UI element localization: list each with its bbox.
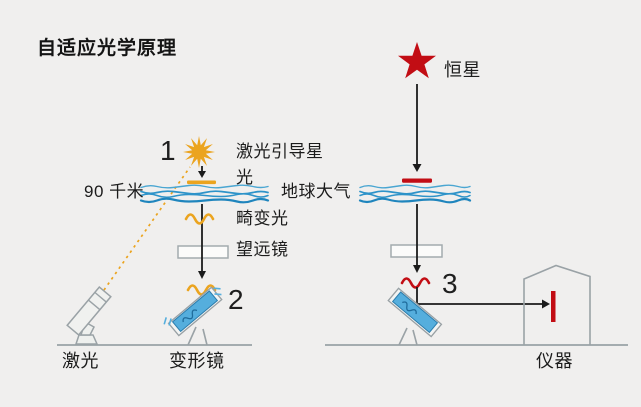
distorted-light-wave-lower (186, 284, 217, 296)
natural-star-icon (398, 42, 436, 79)
deformable-mirror-right-icon (387, 287, 443, 338)
label-light: 光 (236, 168, 254, 187)
instrument-detector-bar (551, 291, 556, 322)
undistorted-light-bar-orange (187, 180, 216, 185)
step-number-2: 2 (228, 284, 244, 315)
beam-through-telescope-right (413, 204, 421, 273)
step-number-3: 3 (442, 268, 458, 299)
starlight-arrow (412, 84, 422, 172)
label-laser: 激光 (62, 351, 99, 371)
mirror-stand-right (398, 327, 418, 346)
label-laser-guide-star: 激光引导星 (236, 142, 324, 161)
step-number-1: 1 (160, 135, 176, 166)
telescope-box-left (177, 245, 229, 259)
instrument-building-outline (523, 264, 591, 345)
distorted-light-wave-upper (184, 213, 215, 225)
corrected-beam-to-instrument (416, 287, 550, 309)
distorted-light-wave-red (400, 277, 431, 289)
label-instrument: 仪器 (536, 351, 573, 371)
deformable-mirror-left-icon (163, 286, 223, 337)
atmosphere-waves-left (139, 184, 270, 204)
atmosphere-waves-right (358, 184, 472, 204)
mirror-stand-left (187, 326, 208, 346)
label-deformable-mirror: 变形镜 (169, 351, 225, 371)
laser-guide-star-burst-icon (183, 136, 215, 168)
undistorted-light-bar-red (402, 178, 432, 183)
label-distorted-light: 畸变光 (236, 209, 289, 228)
label-telescope: 望远镜 (236, 240, 289, 259)
beam-through-telescope-left (198, 204, 206, 279)
guide-star-light-arrow (198, 166, 206, 178)
label-star: 恒星 (444, 60, 481, 80)
label-altitude-90km: 90 千米 (84, 182, 145, 201)
label-earth-atmosphere: 地球大气 (281, 182, 351, 201)
laser-projector-icon (66, 285, 112, 345)
page-title: 自适应光学原理 (37, 38, 178, 59)
